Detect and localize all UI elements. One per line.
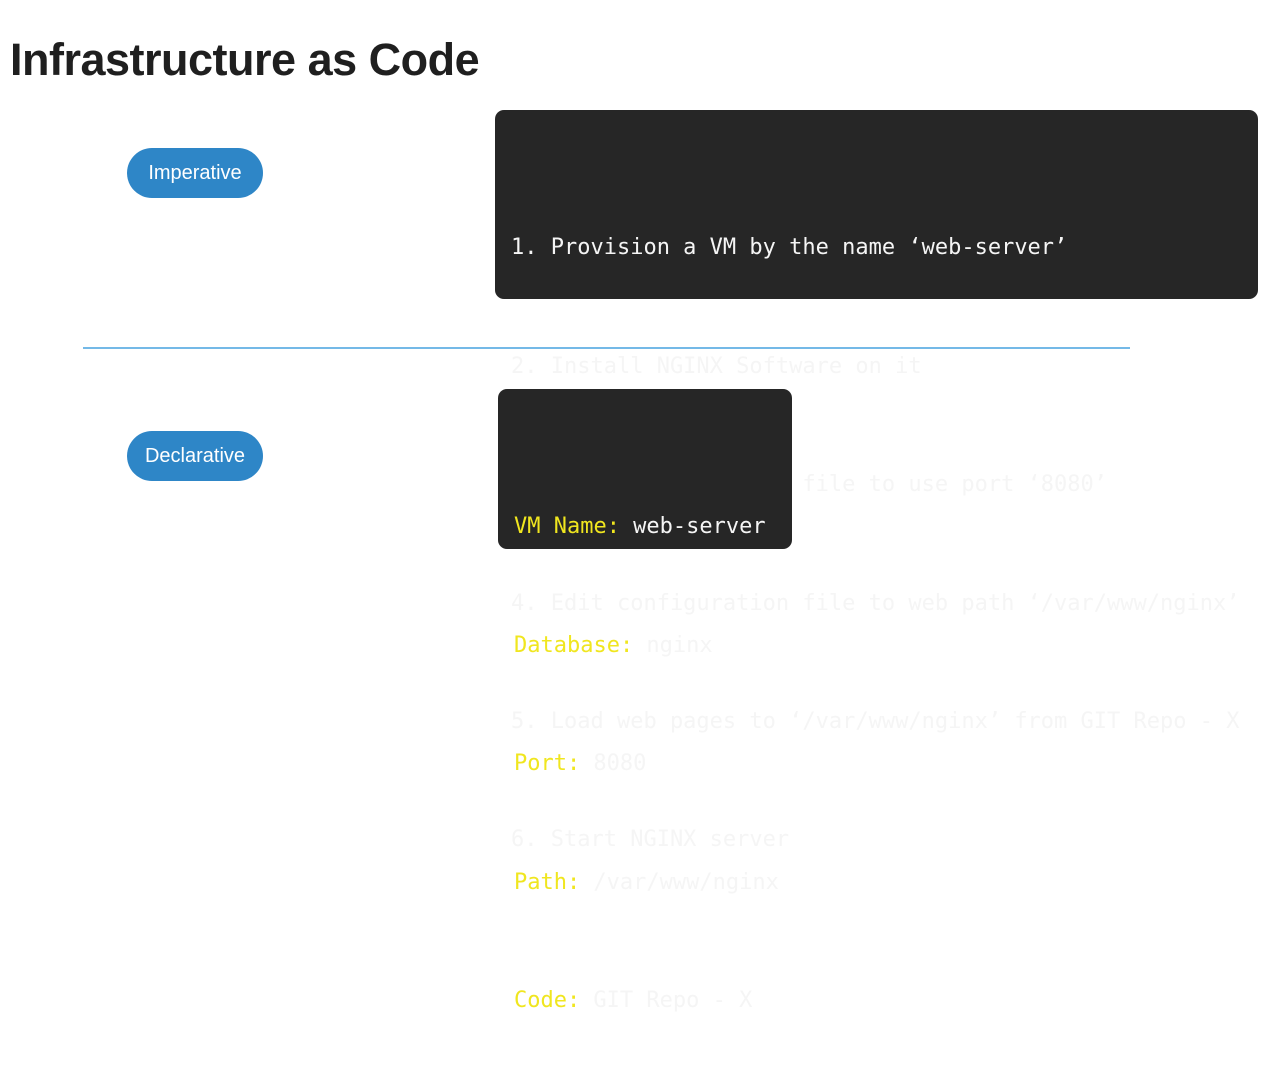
imperative-label-pill: Imperative — [127, 148, 263, 198]
declarative-config-line: Path: /var/www/nginx — [514, 868, 779, 898]
declarative-config-line: Database: nginx — [514, 631, 776, 661]
config-key: Code: — [514, 987, 581, 1013]
config-value: /var/www/nginx — [593, 869, 779, 895]
imperative-step-line: 5. Load web pages to ‘/var/www/nginx’ fr… — [511, 708, 1240, 734]
imperative-step-line: 6. Start NGINX server — [511, 827, 790, 853]
declarative-config-line: VM Name: web-server — [514, 512, 776, 542]
declarative-label: Declarative — [144, 444, 246, 467]
config-value: GIT Repo - X — [593, 987, 753, 1013]
declarative-label-pill: Declarative — [127, 431, 263, 481]
imperative-step-line: 1. Provision a VM by the name ‘web-serve… — [511, 235, 1068, 261]
section-divider — [83, 347, 1130, 349]
config-key: Port: — [514, 751, 581, 777]
config-value: nginx — [646, 632, 713, 658]
imperative-steps-codeblock: 1. Provision a VM by the name ‘web-serve… — [495, 110, 1258, 852]
declarative-config-line: Port: 8080 — [514, 749, 776, 779]
page-title: Infrastructure as Code — [10, 34, 480, 86]
config-key: Path: — [514, 869, 581, 895]
declarative-config-codeblock: VM Name: web-server Database: nginx Port: 8… — [498, 389, 792, 1013]
imperative-label: Imperative — [148, 161, 242, 184]
config-key: VM Name: — [514, 514, 620, 540]
config-key: Database: — [514, 632, 634, 658]
imperative-step-line: 2. Install NGINX Software on it — [511, 353, 922, 379]
config-value: web-server — [633, 514, 766, 540]
config-value: 8080 — [593, 751, 647, 777]
declarative-config-line: Code: GIT Repo - X — [514, 986, 776, 1016]
